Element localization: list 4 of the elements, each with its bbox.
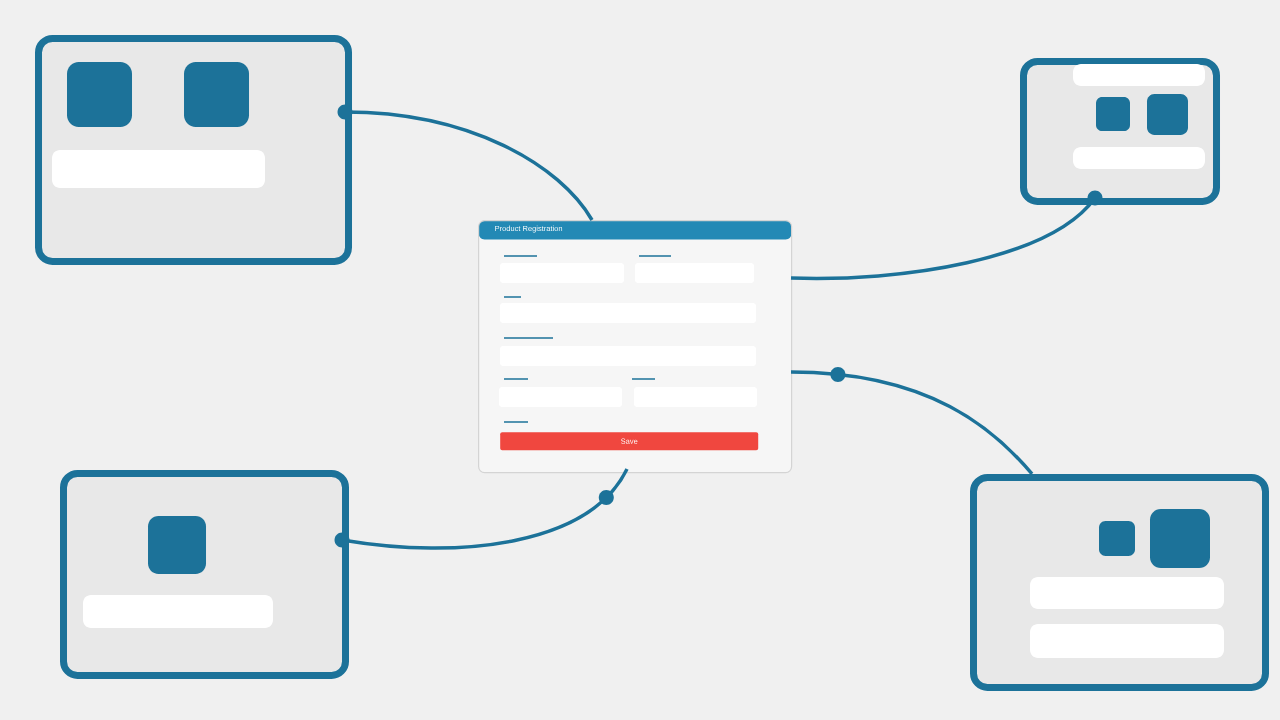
connector: [790, 366, 1034, 476]
connector: [334, 468, 629, 550]
connector: [791, 190, 1103, 281]
connector: [337, 104, 594, 221]
